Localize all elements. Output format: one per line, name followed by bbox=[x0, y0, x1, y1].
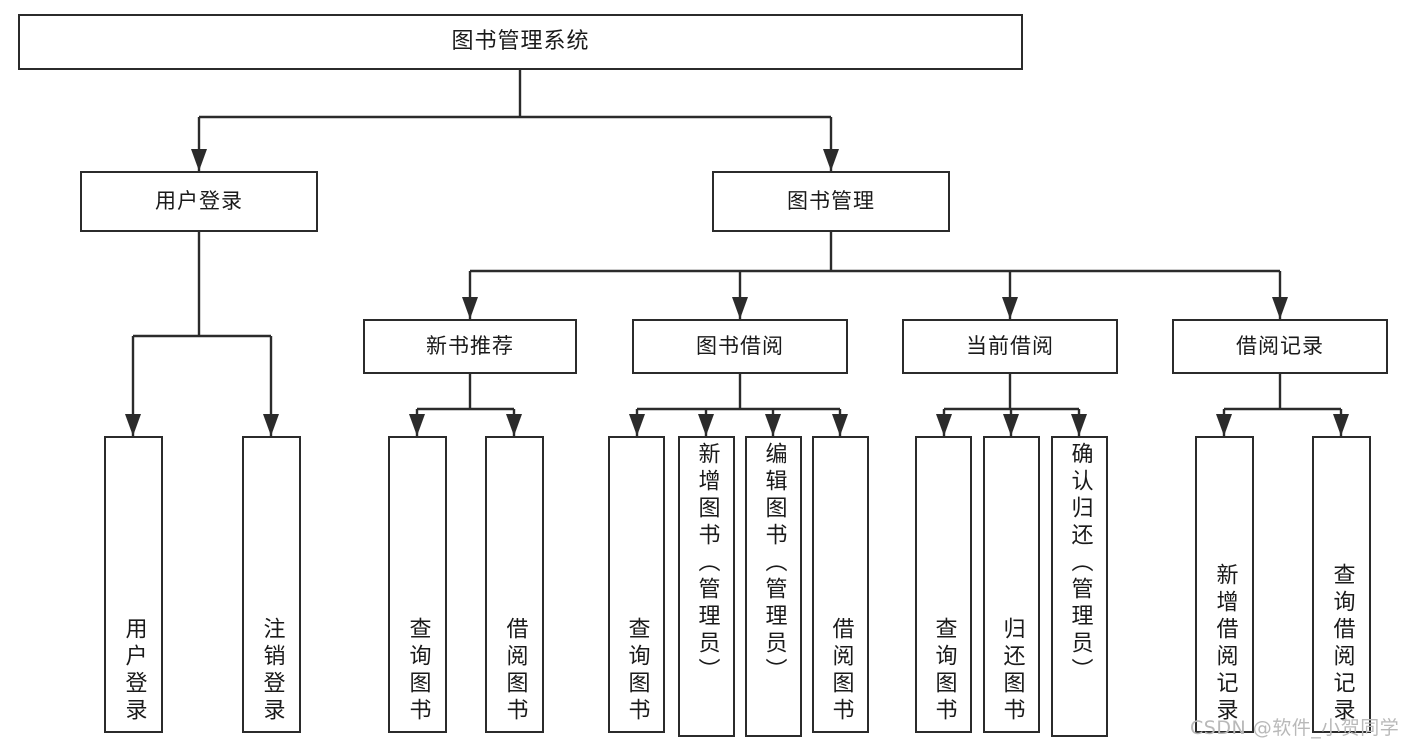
arrowhead-book-borrow-to-leaves-1 bbox=[698, 414, 714, 436]
node-user-login: 用户登录 bbox=[80, 171, 318, 232]
node-label-leaf-confirm-return: 确认归还（管理员） bbox=[1067, 442, 1093, 685]
node-leaf-add-book: 新增图书（管理员） bbox=[678, 436, 735, 737]
node-label-borrow-record: 借阅记录 bbox=[1236, 333, 1324, 358]
node-label-leaf-logout: 注销登录 bbox=[259, 617, 285, 725]
node-label-leaf-user-login: 用户登录 bbox=[121, 617, 147, 725]
node-label-leaf-add-record: 新增借阅记录 bbox=[1212, 563, 1238, 725]
node-label-leaf-query-record: 查询借阅记录 bbox=[1329, 563, 1355, 725]
node-label-leaf-borrow-book-rec: 借阅图书 bbox=[502, 617, 528, 725]
arrowhead-book-manage-to-level2-2 bbox=[1002, 297, 1018, 319]
node-label-leaf-query-book-borrow: 查询图书 bbox=[624, 617, 650, 725]
arrowhead-current-borrow-to-leaves-1 bbox=[1003, 414, 1019, 436]
node-label-book-manage: 图书管理 bbox=[787, 188, 875, 213]
node-label-leaf-borrow-book: 借阅图书 bbox=[828, 617, 854, 725]
node-label-current-borrow: 当前借阅 bbox=[966, 333, 1054, 358]
node-leaf-query-book-cur: 查询图书 bbox=[915, 436, 972, 733]
arrowhead-new-book-recommend-to-leaves-1 bbox=[506, 414, 522, 436]
node-label-user-login: 用户登录 bbox=[155, 188, 243, 213]
node-leaf-edit-book: 编辑图书（管理员） bbox=[745, 436, 802, 737]
arrowhead-book-borrow-to-leaves-2 bbox=[765, 414, 781, 436]
node-label-new-book-recommend: 新书推荐 bbox=[426, 333, 514, 358]
arrowhead-borrow-record-to-leaves-0 bbox=[1216, 414, 1232, 436]
arrowhead-book-manage-to-level2-1 bbox=[732, 297, 748, 319]
node-leaf-borrow-book-rec: 借阅图书 bbox=[485, 436, 544, 733]
node-leaf-return-book: 归还图书 bbox=[983, 436, 1040, 733]
node-book-borrow: 图书借阅 bbox=[632, 319, 848, 374]
node-label-leaf-query-book-rec: 查询图书 bbox=[405, 617, 431, 725]
node-leaf-add-record: 新增借阅记录 bbox=[1195, 436, 1254, 733]
node-leaf-query-book-rec: 查询图书 bbox=[388, 436, 447, 733]
node-label-root: 图书管理系统 bbox=[451, 28, 590, 54]
node-label-leaf-return-book: 归还图书 bbox=[999, 617, 1025, 725]
node-label-leaf-add-book: 新增图书（管理员） bbox=[694, 442, 720, 685]
arrowhead-current-borrow-to-leaves-2 bbox=[1071, 414, 1087, 436]
node-current-borrow: 当前借阅 bbox=[902, 319, 1118, 374]
arrowhead-root-to-level1-0 bbox=[191, 149, 207, 171]
node-leaf-query-record: 查询借阅记录 bbox=[1312, 436, 1371, 733]
arrowhead-current-borrow-to-leaves-0 bbox=[936, 414, 952, 436]
arrowhead-borrow-record-to-leaves-1 bbox=[1333, 414, 1349, 436]
arrowhead-book-manage-to-level2-0 bbox=[462, 297, 478, 319]
node-leaf-user-login: 用户登录 bbox=[104, 436, 163, 733]
arrowhead-book-borrow-to-leaves-0 bbox=[629, 414, 645, 436]
node-borrow-record: 借阅记录 bbox=[1172, 319, 1388, 374]
node-leaf-logout: 注销登录 bbox=[242, 436, 301, 733]
arrowhead-root-to-level1-1 bbox=[823, 149, 839, 171]
node-label-book-borrow: 图书借阅 bbox=[696, 333, 784, 358]
node-book-manage: 图书管理 bbox=[712, 171, 950, 232]
arrowhead-new-book-recommend-to-leaves-0 bbox=[409, 414, 425, 436]
node-label-leaf-edit-book: 编辑图书（管理员） bbox=[761, 442, 787, 685]
arrowhead-book-borrow-to-leaves-3 bbox=[832, 414, 848, 436]
arrowhead-user-login-to-leaves-1 bbox=[263, 414, 279, 436]
node-root: 图书管理系统 bbox=[18, 14, 1023, 70]
node-label-leaf-query-book-cur: 查询图书 bbox=[931, 617, 957, 725]
arrowhead-book-manage-to-level2-3 bbox=[1272, 297, 1288, 319]
node-new-book-recommend: 新书推荐 bbox=[363, 319, 577, 374]
arrowhead-user-login-to-leaves-0 bbox=[125, 414, 141, 436]
node-leaf-confirm-return: 确认归还（管理员） bbox=[1051, 436, 1108, 737]
csdn-watermark: CSDN @软件_小贺同学 bbox=[1190, 717, 1400, 739]
node-leaf-query-book-borrow: 查询图书 bbox=[608, 436, 665, 733]
node-leaf-borrow-book: 借阅图书 bbox=[812, 436, 869, 733]
